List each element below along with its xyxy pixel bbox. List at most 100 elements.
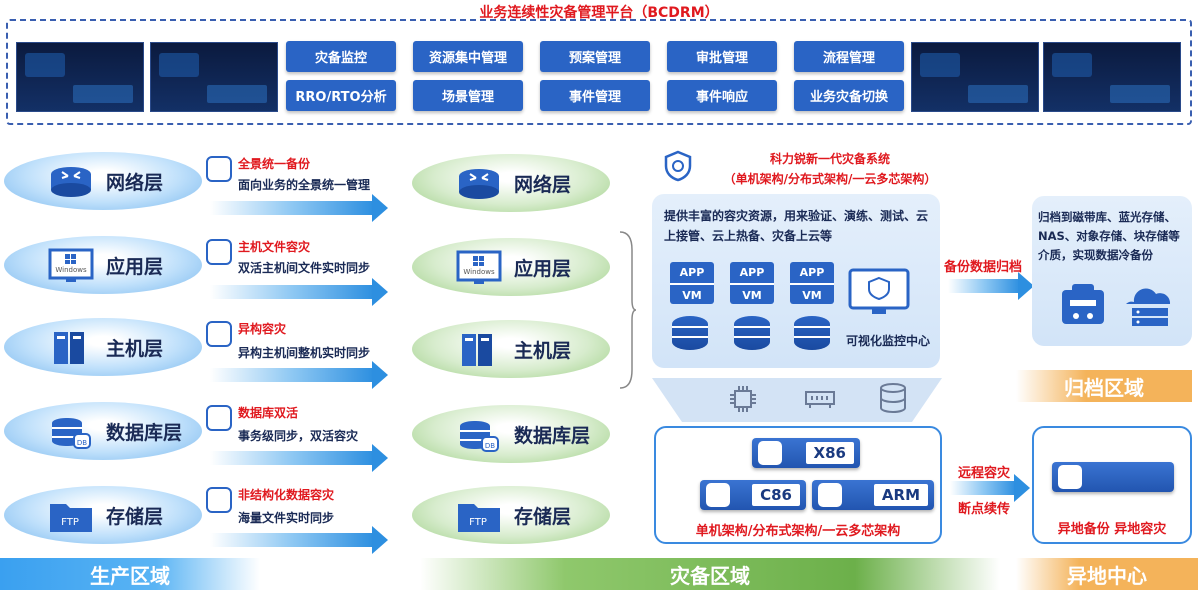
dashboard-screenshot (16, 42, 144, 112)
archive-desc: 归档到磁带库、蓝光存储、NAS、对象存储、块存储等介质，实现数据冷备份 (1038, 210, 1180, 262)
file-sync-icon (206, 239, 232, 265)
feature-title: 全景统一备份 (238, 157, 311, 171)
layer-label: 存储层 (514, 506, 572, 528)
module-button[interactable]: 事件响应 (667, 80, 777, 111)
module-button[interactable]: 资源集中管理 (413, 41, 523, 72)
oracle-db-icon (672, 316, 708, 350)
x86-server: X86 (752, 438, 860, 468)
dr-layer-app: Windows 应用层 (412, 238, 610, 296)
refresh-icon (206, 156, 232, 182)
feature-title: 主机文件容灾 (238, 240, 311, 254)
sync-arrow (210, 526, 388, 554)
sync-arrow (210, 278, 388, 306)
module-button[interactable]: 审批管理 (667, 41, 777, 72)
db-text: DB (485, 442, 495, 450)
remote-arrow-label: 断点续传 (958, 502, 1011, 517)
remote-label: 异地备份 异地容灾 (1057, 522, 1167, 537)
layer-label: 应用层 (106, 256, 164, 278)
prod-layer-storage: FTP 存储层 (4, 486, 202, 544)
archive-arrow-label: 备份数据归档 (944, 260, 1023, 275)
layer-label: 数据库层 (514, 425, 591, 447)
module-button[interactable]: 事件管理 (540, 80, 650, 111)
windows-monitor-icon: Windows (456, 250, 502, 284)
windows-text: Windows (55, 266, 87, 274)
feature-desc: 异构主机间整机实时同步 (238, 346, 371, 360)
router-icon (51, 167, 91, 197)
feature-title: 非结构化数据容灾 (238, 488, 335, 502)
storage-disk-icon (880, 383, 906, 414)
module-button[interactable]: 灾备监控 (286, 41, 396, 72)
dr-layer-network: 网络层 (412, 154, 610, 212)
db-text: DB (77, 439, 87, 447)
cloud-shield-icon (664, 150, 692, 182)
windows-text: Windows (463, 268, 495, 276)
feature-desc: 事务级同步，双活容灾 (238, 429, 359, 443)
prod-layer-app: Windows 应用层 (4, 236, 202, 294)
database-icon: DB (460, 421, 499, 452)
bracket (619, 231, 637, 389)
module-button[interactable]: RRO/RTO分析 (286, 80, 396, 111)
ftp-text: FTP (469, 517, 487, 528)
module-button[interactable]: 场景管理 (413, 80, 523, 111)
cloud-storage-icon (1126, 288, 1171, 326)
dashboard-screenshot (911, 42, 1039, 112)
database-icon: DB (52, 418, 91, 449)
hardware-funnel (652, 378, 942, 422)
server-tower-icon (54, 332, 84, 364)
sql-server-db-icon (794, 316, 830, 350)
dashboard-screenshot (1043, 42, 1181, 112)
feature-desc: 面向业务的全景统一管理 (238, 178, 371, 192)
tape-library-icon (1062, 284, 1104, 324)
sync-arrow (210, 444, 388, 472)
dr-layer-storage: FTP 存储层 (412, 486, 610, 544)
layer-label: 主机层 (514, 340, 572, 362)
module-button[interactable]: 预案管理 (540, 41, 650, 72)
layer-label: 网络层 (106, 172, 164, 194)
feature-title: 异构容灾 (238, 322, 287, 336)
server-tower-icon (462, 334, 492, 366)
dr-layer-database: DB 数据库层 (412, 405, 610, 463)
module-button[interactable]: 流程管理 (794, 41, 904, 72)
feature-desc: 海量文件实时同步 (238, 511, 335, 525)
router-icon (459, 169, 499, 199)
sync-arrow (210, 361, 388, 389)
archive-zone-label: 归档区域 (1016, 370, 1192, 402)
layer-label: 网络层 (514, 174, 572, 196)
c86-server: C86 (700, 480, 806, 510)
windows-monitor-icon: Windows (48, 248, 94, 282)
ftp-folder-icon: FTP (50, 504, 92, 532)
remote-zone-label: 异地中心 (1016, 558, 1198, 590)
system-title: 科力锐新一代灾备系统 (769, 152, 890, 166)
ftp-folder-icon: FTP (458, 504, 500, 532)
remote-arrow-label: 远程容灾 (958, 466, 1011, 481)
cpu-chip-icon (730, 386, 756, 412)
arm-server: ARM (812, 480, 934, 510)
architecture-label: 单机架构/分布式架构/一云多芯架构 (695, 524, 901, 539)
dr-layer-host: 主机层 (412, 320, 610, 378)
sync-arrow (210, 194, 388, 222)
monitor-label: 可视化监控中心 (846, 334, 931, 348)
production-zone-label: 生产区域 (0, 558, 260, 590)
remote-server (1052, 462, 1174, 492)
sql-server-db-icon (734, 316, 770, 350)
feature-title: 数据库双活 (238, 406, 299, 420)
prod-layer-host: 主机层 (4, 318, 202, 376)
layer-label: 应用层 (514, 258, 572, 280)
prod-layer-network: 网络层 (4, 152, 202, 210)
layer-label: 存储层 (106, 506, 164, 528)
memory-module-icon (805, 391, 835, 408)
ftp-text: FTP (61, 517, 79, 528)
module-button[interactable]: 业务灾备切换 (794, 80, 904, 111)
dr-zone-label: 灾备区域 (420, 558, 1000, 590)
layer-label: 主机层 (106, 338, 164, 360)
platform-title: 业务连续性灾备管理平台（BCDRM） (479, 5, 719, 21)
dashboard-screenshot (150, 42, 278, 112)
prod-layer-database: DB 数据库层 (4, 402, 202, 460)
platform-panel (6, 19, 1192, 125)
archive-arrow (948, 272, 1034, 300)
hexagon-network-icon (206, 321, 232, 347)
system-desc: 提供丰富的容灾资源，用来验证、演练、测试、云上接管、云上热备、灾备上云等 (664, 209, 929, 243)
